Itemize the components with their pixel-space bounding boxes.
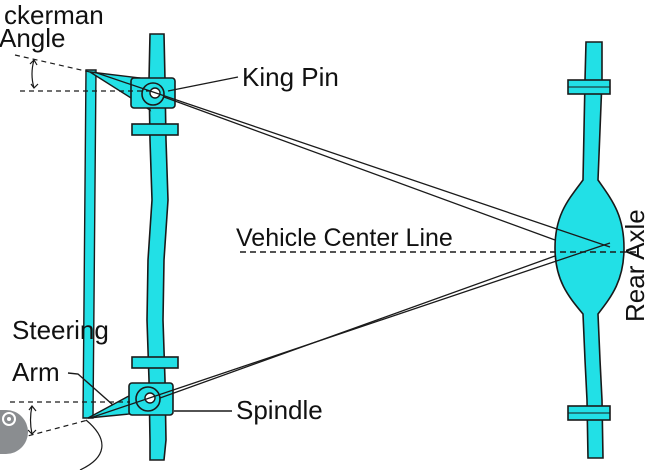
vehicle-center-line-label: Vehicle Center Line	[236, 224, 453, 252]
upper-arm-line	[163, 96, 556, 241]
tie-rod	[82, 69, 97, 419]
steering-arm-leader	[67, 372, 114, 406]
spindle-label: Spindle	[236, 395, 323, 425]
king-pin-leader	[167, 76, 239, 92]
front-axle	[131, 33, 179, 461]
front-axle-upper-collar	[131, 123, 179, 136]
ackerman-angle-label-line2: Angle	[0, 23, 66, 53]
ackerman-angle-marker	[14, 54, 150, 92]
ackerman-projection-lines	[89, 71, 611, 419]
upper-projection-line	[93, 71, 611, 248]
leader-lines	[67, 76, 239, 412]
front-axle-beam	[146, 33, 169, 461]
lens-icon-glyph	[2, 412, 16, 426]
king-pin-label: King Pin	[242, 62, 339, 92]
steering-arm-label-line2: Arm	[12, 357, 60, 387]
front-axle-lower-collar	[131, 356, 179, 369]
steering-arm-label-line1: Steering	[12, 315, 109, 345]
rear-axle-label: Rear Axle	[620, 209, 650, 322]
lower-steering-arm	[87, 382, 174, 419]
lower-projection-line	[89, 242, 611, 419]
ackerman-angle-label-line1: ckerman	[4, 0, 104, 30]
steering-arm-curve	[79, 419, 103, 470]
lower-arm-line	[159, 255, 556, 399]
